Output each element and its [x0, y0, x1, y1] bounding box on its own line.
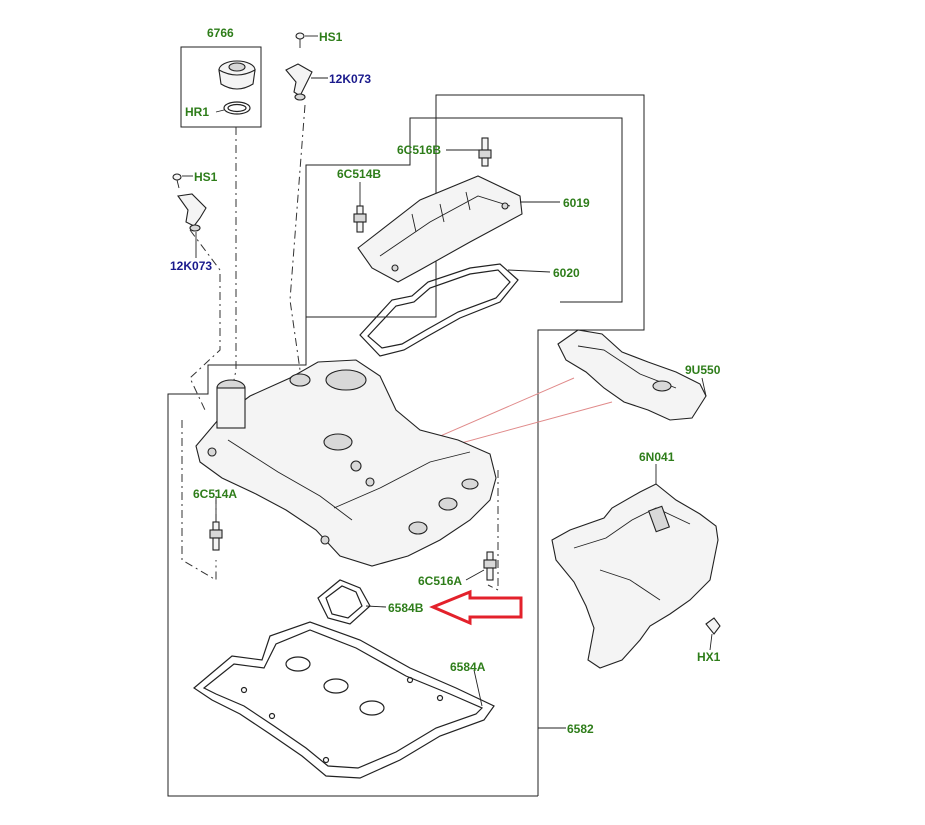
part-label-hs1-top: HS1 — [319, 30, 343, 44]
stud-6c514a-part — [209, 521, 223, 551]
gasket-6584a-part — [193, 621, 495, 779]
stud-6c514b-part — [353, 205, 367, 233]
part-label-6c514b: 6C514B — [337, 167, 381, 181]
part-label-6c516b: 6C516B — [397, 143, 441, 157]
part-label-6584a: 6584A — [450, 660, 486, 674]
hs1-bolt-top-part — [295, 32, 305, 48]
part-label-hs1-left: HS1 — [194, 170, 218, 184]
part-label-9u550: 9U550 — [685, 363, 721, 377]
part-label-6c516a: 6C516A — [418, 574, 462, 588]
part-label-6582: 6582 — [567, 722, 594, 736]
stud-6c516a-part — [483, 551, 497, 581]
part-label-hr1: HR1 — [185, 105, 209, 119]
o-ring-part — [223, 101, 251, 115]
stud-6c516b-part — [478, 137, 492, 167]
camshaft-sensor-left-part — [177, 193, 207, 232]
part-label-6020: 6020 — [553, 266, 580, 280]
assembly-frames — [167, 46, 645, 797]
hs1-bolt-left-part — [172, 173, 182, 189]
part-label-6584b: 6584B — [388, 601, 424, 615]
heat-shield-9u550-part — [557, 329, 707, 421]
clip-hx1-part — [705, 617, 721, 635]
left-arrow-icon — [429, 589, 523, 626]
part-label-6c514a: 6C514A — [193, 487, 237, 501]
part-label-12k073-top: 12K073 — [329, 72, 371, 86]
gasket-6020-part — [359, 263, 519, 357]
part-label-hx1: HX1 — [697, 650, 721, 664]
camshaft-sensor-top-part — [285, 63, 313, 101]
part-label-6n041: 6N041 — [639, 450, 675, 464]
part-label-6766: 6766 — [207, 26, 234, 40]
part-labels: 6766 HR1 HS1 12K073 HS1 12K073 6C516B 6C… — [170, 26, 721, 736]
part-label-6019: 6019 — [563, 196, 590, 210]
part-label-12k073-left: 12K073 — [170, 259, 212, 273]
leader-lines — [182, 35, 713, 729]
seal-6584b-part — [317, 579, 371, 625]
oil-separator-6019-part — [357, 175, 523, 283]
oil-filler-cap-part — [218, 60, 256, 90]
camshaft-cover-6582-part — [195, 359, 497, 567]
engine-cover-insulator-6n041-part — [551, 483, 719, 669]
